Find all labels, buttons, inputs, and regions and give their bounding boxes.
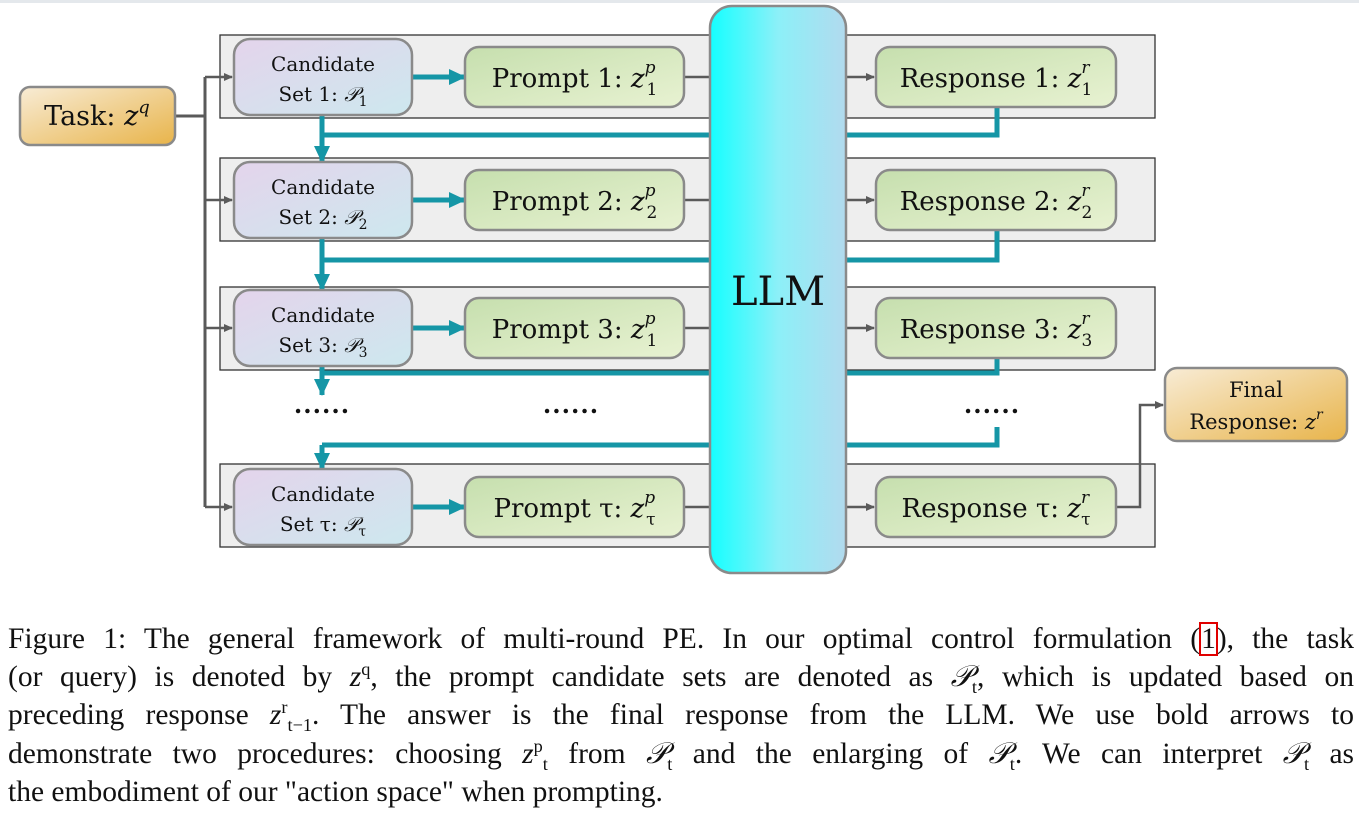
math-sup: r (281, 697, 288, 718)
enlarge-loop-line-4 (322, 427, 1000, 448)
candidate-set-box-1 (232, 37, 414, 117)
math-var: z (349, 661, 362, 694)
response-box-2 (874, 168, 1118, 232)
enlarge-loop-line-1 (322, 107, 1000, 138)
equation-reference-link[interactable]: 1 (1199, 622, 1218, 656)
ellipsis-3: ...... (964, 390, 1020, 419)
final-response-box (1163, 366, 1349, 443)
math-sub: t (1009, 753, 1015, 774)
candidate-set-title: Candidate (271, 303, 375, 327)
candidate-set-label: Set 3: 𝒫3 (278, 333, 367, 361)
figure-caption: Figure 1: The general framework of multi… (8, 620, 1354, 811)
ellipsis-1: ...... (294, 390, 350, 419)
math-var: 𝒫 (646, 737, 668, 770)
response-box-3 (874, 296, 1118, 360)
to-final-arrow (1116, 401, 1164, 509)
final-response-label: Response: zr (1189, 407, 1324, 434)
final-response-title: Final (1229, 378, 1283, 402)
enlarge-loop-line-3 (322, 358, 1000, 376)
response-box-4 (874, 475, 1118, 539)
enlarge-loop-line-2 (322, 230, 1000, 263)
prompt-box-4 (463, 475, 686, 539)
task-box (18, 85, 177, 147)
candidate-set-title: Candidate (271, 52, 375, 76)
math-var: 𝒫 (1282, 737, 1304, 770)
top-border (0, 0, 1359, 3)
math-sup: q (361, 659, 371, 680)
caption-line-1: Figure 1: The general framework of multi… (8, 622, 1354, 656)
response-box-1 (874, 45, 1118, 109)
caption-line-3: preceding response zrt−1. The answer is … (8, 697, 1354, 736)
prompt-box-1 (463, 45, 686, 109)
caption-line-4: demonstrate two procedures: choosing zpt… (8, 735, 1355, 774)
candidate-set-box-3 (232, 288, 414, 368)
math-sub: t−1 (287, 715, 313, 736)
math-sub: t (667, 753, 673, 774)
prompt-box-2 (463, 168, 686, 232)
ellipsis-2: ...... (543, 390, 599, 419)
math-sub: t (1303, 753, 1310, 774)
math-sub: t (542, 753, 548, 774)
prompt-box-3 (463, 296, 686, 360)
caption-line-5: the embodiment of our "action space" whe… (8, 775, 663, 808)
math-sup: p (533, 735, 543, 756)
candidate-set-title: Candidate (271, 175, 375, 199)
candidate-set-box-2 (232, 160, 414, 240)
candidate-set-label: Set 2: 𝒫2 (278, 205, 367, 233)
math-var: z (269, 699, 282, 732)
candidate-set-label: Set 1: 𝒫1 (278, 82, 367, 110)
math-var: 𝒫 (950, 661, 972, 694)
llm-block (708, 4, 848, 575)
caption-line-2: (or query) is denoted by zq, the prompt … (8, 659, 1354, 698)
math-var: 𝒫 (988, 737, 1010, 770)
candidate-set-box-4 (232, 467, 414, 547)
math-sub: t (971, 677, 978, 698)
llm-label: LLM (731, 269, 825, 315)
math-var: z (522, 737, 534, 770)
task-label: Task: zq (44, 97, 150, 132)
candidate-set-label: Set τ: 𝒫τ (280, 512, 367, 540)
candidate-set-title: Candidate (271, 482, 375, 506)
